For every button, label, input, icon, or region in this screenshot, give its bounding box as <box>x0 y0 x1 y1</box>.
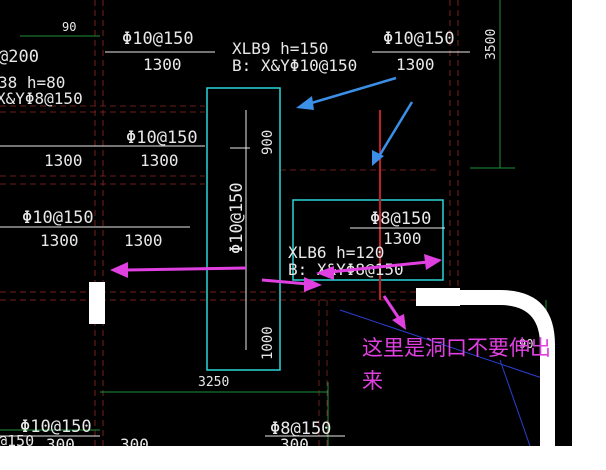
dim-text: 90 <box>519 337 533 351</box>
slab-label-text: 38 h=80 <box>0 73 65 92</box>
wall-opening <box>89 282 555 446</box>
arrow-head <box>304 277 322 292</box>
annotation-arrow <box>123 266 247 272</box>
leader-arrow <box>376 101 414 159</box>
beam-lines <box>0 0 459 446</box>
slab-outlines <box>206 87 444 371</box>
arrow-head <box>316 266 334 280</box>
leader-arrows-blue <box>296 76 414 166</box>
annotation-arrows-magenta <box>110 254 442 330</box>
annotation-arrow <box>329 260 429 274</box>
length-text: 1300 <box>383 229 422 248</box>
slab-xlb9 <box>206 87 281 371</box>
length-text: 1300 <box>143 55 182 74</box>
hatch-lines <box>339 309 549 446</box>
rebar-underlines <box>0 51 470 437</box>
slab-xlb6 <box>292 199 444 281</box>
annotation-arrow <box>261 278 309 286</box>
rebar-text: Φ10@150 <box>122 29 194 49</box>
vertical-rebar-text: Φ10@150 <box>227 182 247 254</box>
rebar-text: Φ10@150 <box>126 128 198 148</box>
rebar-text: Φ10@150 <box>383 29 455 49</box>
length-text: 1300 <box>396 55 435 74</box>
rebar-text: @200 <box>0 47 39 67</box>
dim-text: 3250 <box>198 375 229 390</box>
rebar-text: Φ10@150 <box>22 208 94 228</box>
slab-label-text: XLB6 h=120 <box>288 243 384 262</box>
rebar-text: Φ8@150 <box>270 419 331 439</box>
wall-block-top <box>416 288 460 306</box>
rebar-text: @150 <box>0 432 34 446</box>
annotation-note: 这里是洞口不要伸出 来 <box>362 336 551 393</box>
annotation-line-2: 来 <box>362 369 383 393</box>
arrow-head <box>392 314 406 330</box>
vertical-dim-text: 900 <box>260 130 276 155</box>
arrow-head <box>296 96 314 110</box>
cad-drawing-canvas[interactable]: 90 @200 38 h=80 X&YΦ8@150 Φ10@150 1300 X… <box>0 0 572 446</box>
hatch-line <box>499 359 531 446</box>
length-text: 1300 <box>44 151 83 170</box>
arrow-head <box>372 150 384 166</box>
rebar-text: Φ10@150 <box>20 417 92 437</box>
hatch-line <box>339 309 549 381</box>
length-text: 300 <box>46 435 75 446</box>
vertical-dim-text: 1000 <box>260 326 276 360</box>
length-text: 300 <box>280 435 309 446</box>
cad-labels: 90 @200 38 h=80 X&YΦ8@150 Φ10@150 1300 X… <box>0 20 533 446</box>
cad-drawing: 90 @200 38 h=80 X&YΦ8@150 Φ10@150 1300 X… <box>0 0 555 446</box>
length-text: 1300 <box>124 231 163 250</box>
wall-block-left <box>89 282 105 324</box>
length-text: 1300 <box>40 231 79 250</box>
arrow-head <box>424 254 442 270</box>
wall-curve <box>416 290 555 446</box>
rebar-text: X&YΦ8@150 <box>0 89 83 108</box>
arrow-head <box>110 262 128 278</box>
length-text: 300 <box>120 435 149 446</box>
annotation-line-1: 这里是洞口不要伸出 <box>362 336 551 360</box>
length-text: 1300 <box>140 151 179 170</box>
slab-label-text: XLB9 h=150 <box>232 39 328 58</box>
dim-text: 3500 <box>484 29 499 60</box>
rebar-text: B: X&YΦ10@150 <box>232 56 357 75</box>
leader-arrow <box>307 76 397 106</box>
dim-text: 90 <box>62 20 76 34</box>
annotation-arrow <box>382 295 402 321</box>
rebar-text: Φ8@150 <box>370 209 431 229</box>
